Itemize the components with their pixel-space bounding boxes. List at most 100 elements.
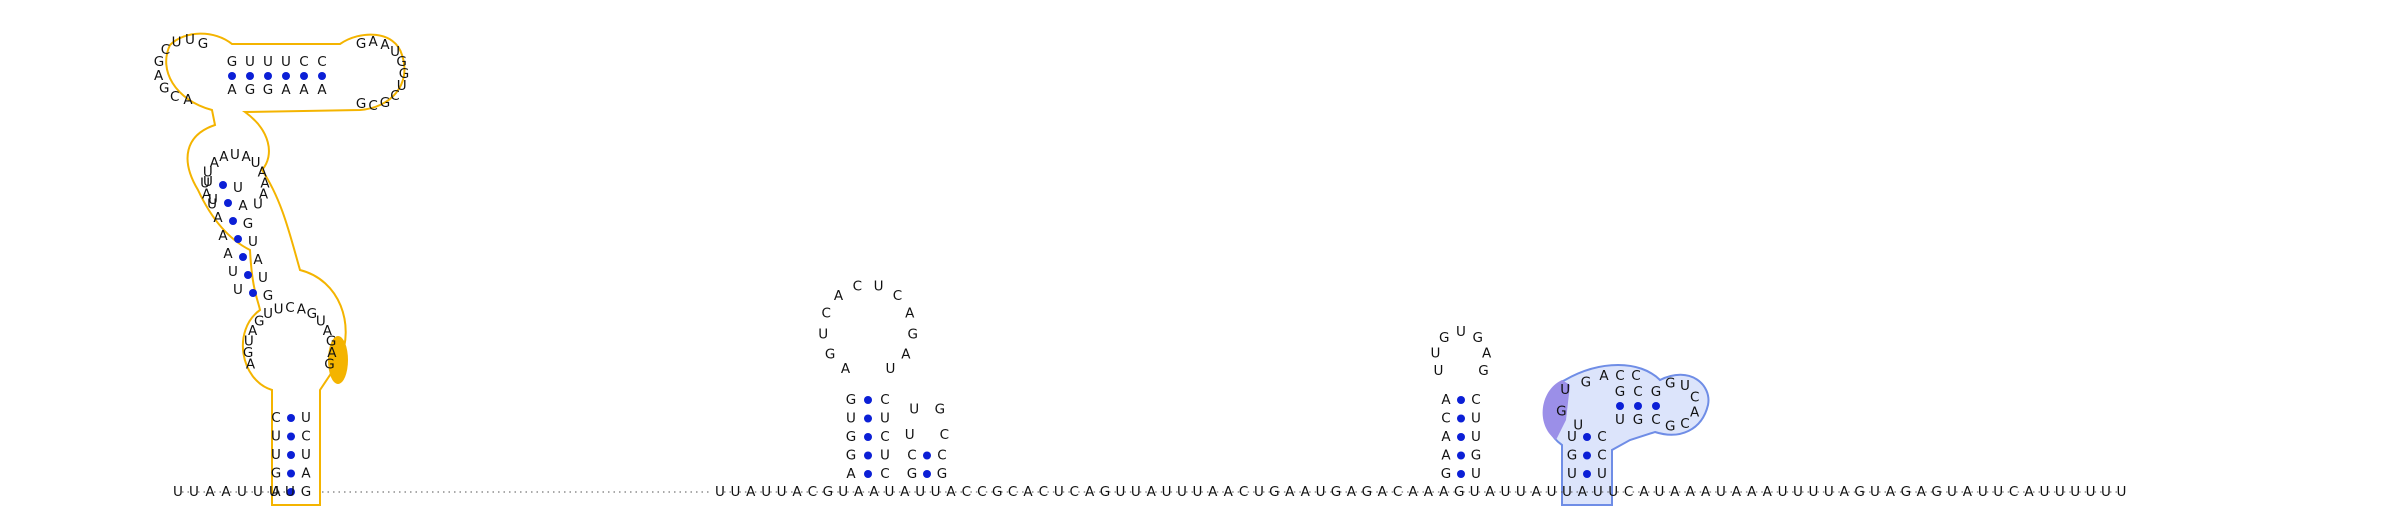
base-pair-dot [1457,470,1465,478]
sequence-nucleotide: A [1439,484,1449,500]
base-pair-dot [1457,433,1465,441]
hairpin-2-stem-3prime: U [880,448,890,464]
sequence-nucleotide: A [1732,484,1742,500]
hairpin-5-right: U [1680,378,1690,394]
sequence-nucleotide: U [2039,484,2049,500]
hairpin-1-stem-3prime: A [301,466,311,482]
base-pair-dot [264,72,272,80]
hairpin-1-helix: U [233,180,243,196]
sequence-nucleotide: A [1963,484,1973,500]
sequence-nucleotide: U [1778,484,1788,500]
hairpin-1-helix: A [223,246,233,262]
hairpin-5-stem-5prime: U [1567,466,1577,482]
hairpin-1-stem-3prime: U [301,447,311,463]
hairpin-4-stem-3prime: C [1471,392,1480,408]
hairpin-1-loop: A [323,323,333,339]
sequence-nucleotide: A [1670,484,1680,500]
sequence-nucleotide: U [1808,484,1818,500]
sequence-nucleotide: U [1192,484,1202,500]
base-pair-dot [1583,451,1591,460]
hairpin-2-loop: U [818,326,828,342]
hairpin-2-loop: G [908,326,918,342]
hairpin-4-stem-3prime: U [1471,429,1481,445]
hairpin-2-stem-5prime: G [846,392,856,408]
sequence-nucleotide: U [1562,484,1572,500]
base-pair-dot [1652,402,1660,410]
hairpin-1-loop: A [297,302,307,318]
hairpin-1-stem-5prime: G [271,466,281,482]
sequence-nucleotide: C [808,484,817,500]
top-right-loop: A [380,37,390,53]
top-stem-5prime: U [263,54,273,70]
hairpin-1-stem-3prime: G [301,484,311,500]
sequence-nucleotide: A [221,484,231,500]
top-right-loop: G [380,95,390,111]
hairpin-1-helix: A [238,198,248,214]
hairpin-3-loop: U [909,402,919,418]
base-pair-dot [224,199,232,207]
hairpin-5-inner-5prime: G [1651,384,1661,400]
structure-outline-orange [165,32,406,506]
sequence-nucleotide: G [1362,484,1372,500]
top-right-loop: G [356,36,366,52]
hairpin-1-helix: U [203,174,213,190]
hairpin-4-stem-3prime: U [1471,466,1481,482]
sequence-nucleotide: C [1239,484,1248,500]
sequence-nucleotide: A [2024,484,2034,500]
sequence-nucleotide: U [269,484,279,500]
hairpin-4-loop: G [1472,330,1482,346]
hairpin-2-stem-5prime: G [846,429,856,445]
hairpin-5-inner-3prime: G [1633,412,1643,428]
base-pair-dot [287,451,295,459]
sequence-nucleotide: A [1639,484,1649,500]
sequence-nucleotide: U [1316,484,1326,500]
hairpin-5-stem-3prime: C [1597,448,1606,464]
hairpin-1-loop: G [254,313,264,329]
hairpin-5-right: G [1665,419,1675,435]
sequence-nucleotide: A [1701,484,1711,500]
hairpin-1-midloop: A [210,155,220,171]
hairpin-4-stem-3prime: U [1471,411,1481,427]
base-pair-dot [864,470,872,478]
hairpin-5-left: G [1556,404,1566,420]
hairpin-2-stem-5prime: A [846,466,856,482]
hairpin-5-left: G [1581,374,1591,390]
sequence-nucleotide: U [884,484,894,500]
hairpin-1-stem-3prime: C [301,429,310,445]
sequence-nucleotide: U [1608,484,1618,500]
sequence-nucleotide: G [823,484,833,500]
highlight-layer [165,32,1710,506]
hairpin-3-loop: U [905,427,915,443]
base-pair-dot [1634,402,1642,410]
hairpin-1-midloop: U [200,175,210,191]
sequence-nucleotide: U [1824,484,1834,500]
hairpin-1-loop: G [324,356,334,372]
sequence-nucleotide: U [1131,484,1141,500]
hairpin-1-midloop: U [230,147,240,163]
base-pair-dot [864,396,872,404]
top-stem-5prime: G [227,54,237,70]
hairpin-1-midloop: U [203,164,213,180]
hairpin-5-right: G [1665,375,1675,391]
base-pair-dot [864,451,872,460]
sequence-nucleotide: U [2055,484,2065,500]
hairpin-5-stem-3prime: U [1597,466,1607,482]
sequence-nucleotide: U [1870,484,1880,500]
sequence-nucleotide: U [2070,484,2080,500]
sequence-nucleotide: C [977,484,986,500]
sequence-nucleotide: A [1532,484,1542,500]
base-pair-dot [228,72,236,80]
base-pair-dot [234,235,242,243]
hairpin-5-stem-3prime: C [1597,429,1606,445]
top-right-loop: C [390,88,399,104]
hairpin-1-midloop: U [251,155,261,171]
hairpin-5-loop: C [1631,368,1640,384]
base-pair-dot [1457,396,1465,404]
sequence-nucleotide: A [946,484,956,500]
base-pair-dot [249,289,257,297]
sequence-nucleotide: U [189,484,199,500]
hairpin-1-loop: G [326,334,336,350]
hairpin-1-midloop: A [260,175,270,191]
top-stem-3prime: A [317,82,327,98]
base-pair-dot [1583,433,1591,441]
